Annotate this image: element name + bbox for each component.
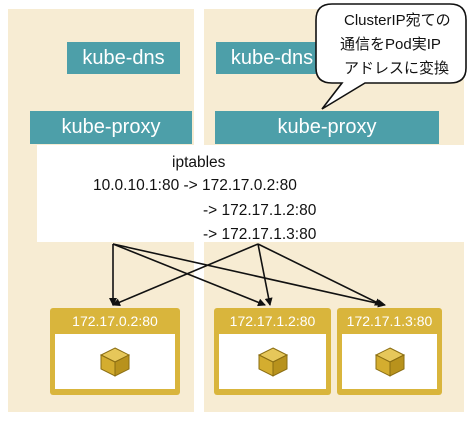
kube-dns-left: kube-dns [67, 42, 180, 74]
container-cube-icon [374, 346, 405, 377]
callout-line-2: 通信をPod実IP [340, 36, 441, 53]
kube-proxy-left: kube-proxy [30, 111, 192, 144]
kube-dns-right: kube-dns [216, 42, 328, 74]
iptables-rule-2: -> 172.17.1.2:80 [203, 202, 317, 219]
pod-1-container [55, 334, 175, 389]
iptables-title: iptables [172, 154, 226, 171]
pod-1: 172.17.0.2:80 [50, 308, 180, 395]
arrow-a-pod2 [112, 243, 266, 307]
callout-line-1: ClusterIP宛ての [344, 12, 451, 29]
arrow-b-pod2 [257, 243, 273, 306]
pod-2-container [219, 334, 326, 389]
iptables-rule-3: -> 172.17.1.3:80 [203, 226, 317, 243]
pod-2-address: 172.17.1.2:80 [229, 313, 316, 329]
arrow-b-pod1 [112, 243, 259, 306]
iptables-panel [37, 145, 465, 242]
container-cube-icon [99, 346, 131, 377]
callout-line-3: アドレスに変換 [344, 60, 450, 77]
pod-2: 172.17.1.2:80 [214, 308, 331, 395]
pod-1-address: 172.17.0.2:80 [72, 313, 158, 329]
container-cube-icon [257, 346, 288, 377]
pod-3-container [342, 334, 437, 389]
arrow-a-pod3 [112, 243, 386, 308]
pod-3: 172.17.1.3:80 [337, 308, 442, 395]
pod-3-address: 172.17.1.3:80 [346, 313, 433, 329]
arrow-b-pod3 [257, 243, 383, 306]
callout-bubble [315, 3, 467, 110]
kube-proxy-right: kube-proxy [215, 111, 439, 144]
iptables-rule-1: 10.0.10.1:80 -> 172.17.0.2:80 [93, 177, 297, 194]
